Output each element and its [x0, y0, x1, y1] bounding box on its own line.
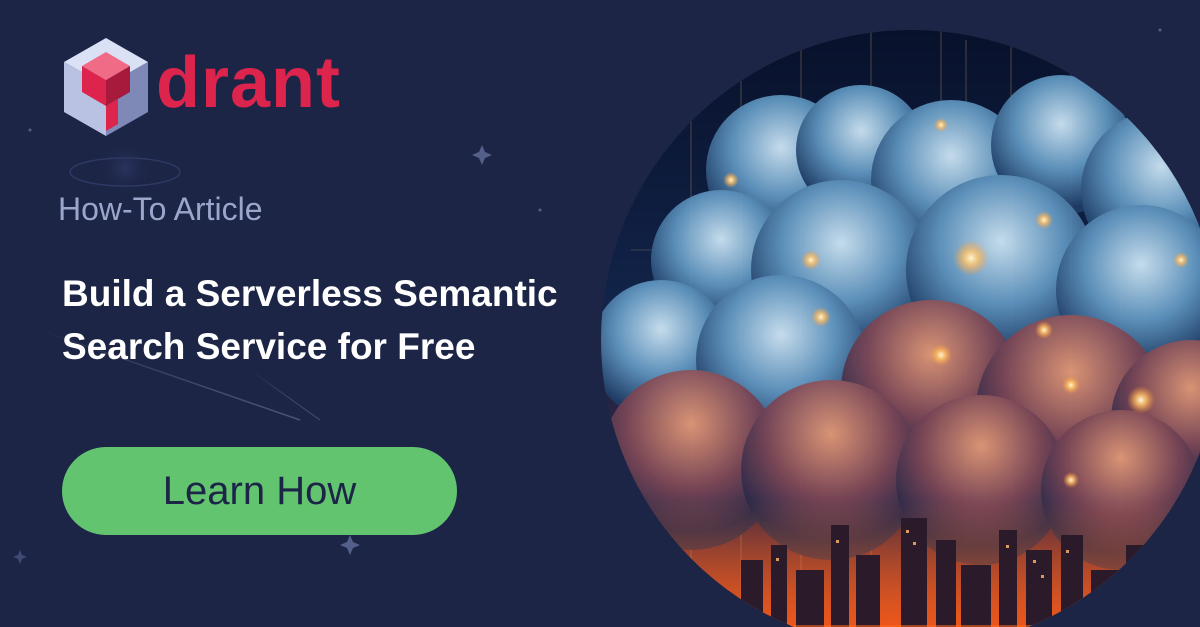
cloud-city-illustration	[601, 30, 1200, 627]
headline: Build a Serverless Semantic Search Servi…	[62, 268, 582, 373]
brand-name: drant	[156, 43, 341, 123]
qdrant-logo[interactable]: drant	[60, 36, 341, 138]
learn-how-button[interactable]: Learn How	[62, 447, 457, 535]
article-category: How-To Article	[58, 191, 263, 227]
headline-line: Build a Serverless Semantic	[62, 273, 558, 314]
headline-line: Search Service for Free	[62, 325, 476, 367]
qdrant-cube-logo-icon	[64, 38, 148, 136]
